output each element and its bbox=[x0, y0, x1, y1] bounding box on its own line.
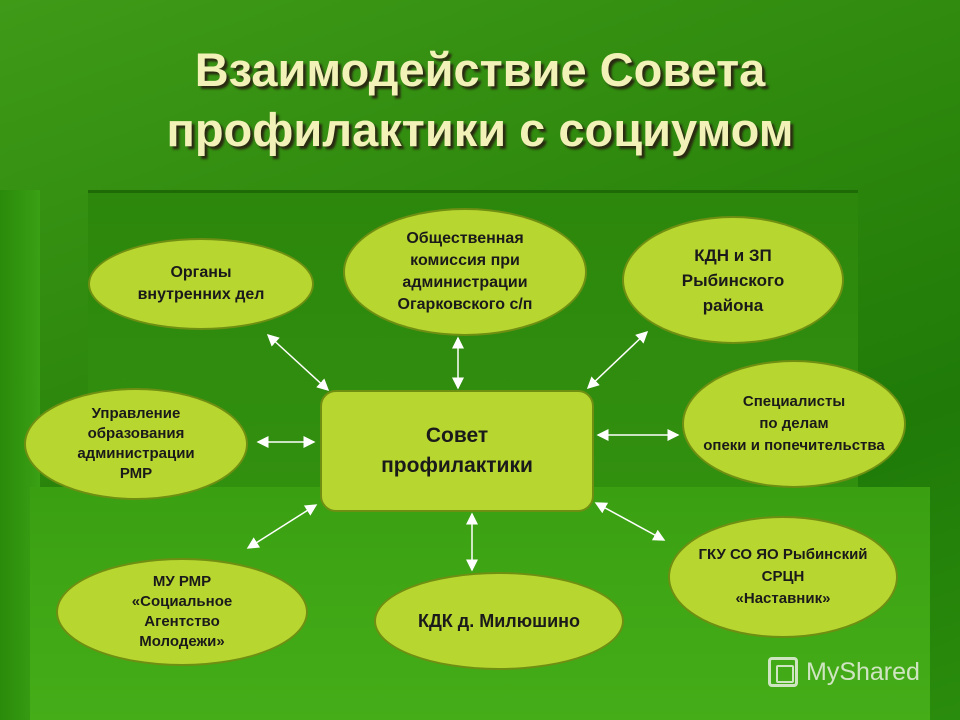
arrow-organs bbox=[266, 333, 330, 392]
center-node-sovet: Совет профилактики bbox=[320, 390, 594, 512]
title-line-2: профилактики с социумом bbox=[166, 103, 794, 156]
arrow-gku bbox=[594, 502, 666, 541]
title-line-1: Взаимодействие Совета bbox=[194, 43, 766, 96]
watermark-logo: MyShared bbox=[768, 657, 920, 687]
watermark-text: MyShared bbox=[806, 657, 920, 686]
node-mu: МУ РМР «Социальное Агентство Молодежи» bbox=[56, 558, 308, 666]
node-upravlenie: Управление образования администрации РМР bbox=[24, 388, 248, 500]
node-kdk: КДК д. Милюшино bbox=[374, 572, 624, 670]
node-gku: ГКУ СО ЯО Рыбинский СРЦН «Наставник» bbox=[668, 516, 898, 638]
node-organs: Органы внутренних дел bbox=[88, 238, 314, 330]
arrow-kdn bbox=[586, 330, 649, 390]
node-kdn: КДН и ЗП Рыбинского района bbox=[622, 216, 844, 344]
node-commission: Общественная комиссия при администрации … bbox=[343, 208, 587, 336]
myshared-icon bbox=[768, 657, 798, 687]
node-specialists: Специалисты по делам опеки и попечительс… bbox=[682, 360, 906, 488]
arrow-mu bbox=[246, 504, 318, 549]
slide-title: Взаимодействие Совета профилактики с соц… bbox=[40, 40, 920, 160]
